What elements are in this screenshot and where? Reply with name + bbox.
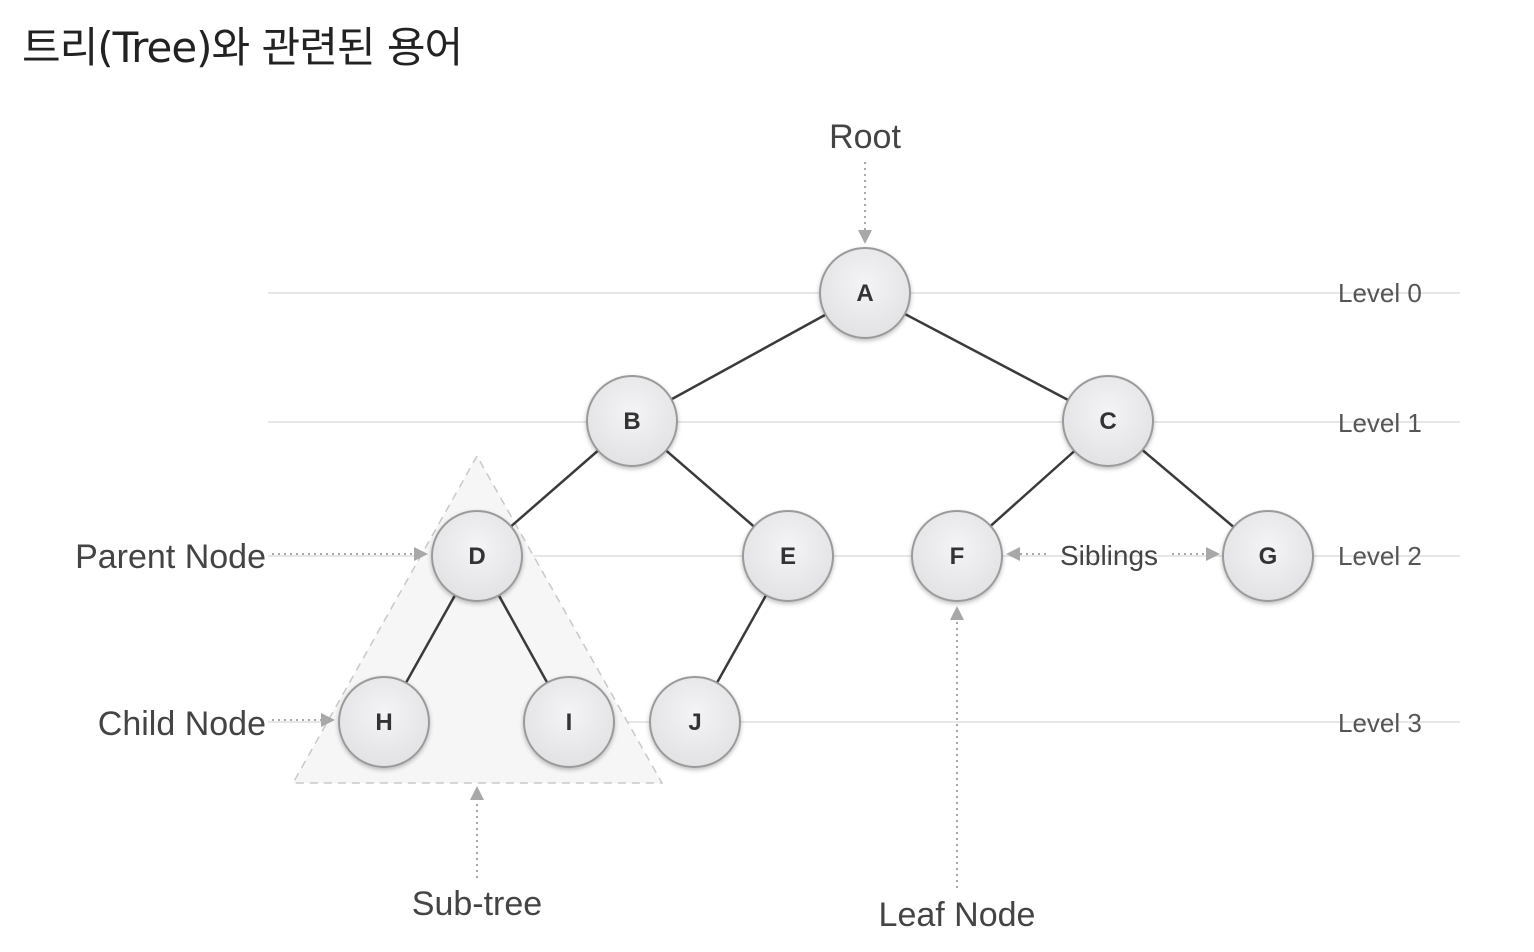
child-arrowhead-icon bbox=[321, 713, 335, 727]
tree-node-i: I bbox=[523, 676, 615, 768]
tree-node-circle-g bbox=[1222, 510, 1314, 602]
siblings-label: Siblings bbox=[1060, 540, 1158, 571]
pointer-arrows bbox=[272, 162, 1206, 888]
parent-node-label: Parent Node bbox=[75, 538, 266, 576]
tree-node-a: A bbox=[819, 247, 911, 339]
tree-node-h: H bbox=[338, 676, 430, 768]
tree-node-circle-c bbox=[1062, 375, 1154, 467]
tree-node-circle-h bbox=[338, 676, 430, 768]
child-node-label: Child Node bbox=[98, 705, 266, 743]
annotation-labels: Root Parent Node Child Node Siblings Sub… bbox=[75, 118, 1158, 934]
tree-node-j: J bbox=[649, 676, 741, 768]
tree-node-e: E bbox=[742, 510, 834, 602]
tree-node-circle-e bbox=[742, 510, 834, 602]
tree-node-label-h: H bbox=[375, 709, 392, 736]
tree-node-circle-d bbox=[431, 510, 523, 602]
subtree-arrowhead-icon bbox=[470, 786, 484, 800]
tree-node-circle-j bbox=[649, 676, 741, 768]
tree-node-label-a: A bbox=[856, 280, 873, 307]
root-label: Root bbox=[829, 118, 901, 156]
leaf-arrowhead-icon bbox=[950, 606, 964, 620]
pointer-arrowheads bbox=[321, 230, 1220, 800]
tree-node-circle-i bbox=[523, 676, 615, 768]
tree-node-circle-b bbox=[586, 375, 678, 467]
tree-node-label-g: G bbox=[1259, 543, 1278, 570]
tree-node-label-b: B bbox=[623, 408, 640, 435]
tree-node-g: G bbox=[1222, 510, 1314, 602]
tree-node-d: D bbox=[431, 510, 523, 602]
tree-node-label-f: F bbox=[950, 543, 965, 570]
page-title: 트리(Tree)와 관련된 용어 bbox=[22, 23, 463, 72]
tree-node-c: C bbox=[1062, 375, 1154, 467]
level-label-0: Level 0 bbox=[1338, 278, 1422, 308]
tree-node-label-i: I bbox=[566, 709, 573, 736]
tree-node-b: B bbox=[586, 375, 678, 467]
level-label-1: Level 1 bbox=[1338, 408, 1422, 438]
tree-node-f: F bbox=[911, 510, 1003, 602]
level-labels: Level 0 Level 1 Level 2 Level 3 bbox=[1338, 278, 1422, 738]
tree-node-circle-f bbox=[911, 510, 1003, 602]
leaf-node-label: Leaf Node bbox=[879, 896, 1036, 934]
tree-node-label-j: J bbox=[688, 709, 701, 736]
root-arrowhead-icon bbox=[858, 230, 872, 244]
parent-arrowhead-icon bbox=[414, 547, 428, 561]
siblings-right-arrowhead-icon bbox=[1206, 547, 1220, 561]
level-label-2: Level 2 bbox=[1338, 541, 1422, 571]
tree-node-label-e: E bbox=[780, 543, 796, 570]
level-label-3: Level 3 bbox=[1338, 708, 1422, 738]
tree-node-label-d: D bbox=[468, 543, 485, 570]
tree-node-label-c: C bbox=[1099, 408, 1116, 435]
siblings-left-arrowhead-icon bbox=[1006, 547, 1020, 561]
sub-tree-label: Sub-tree bbox=[412, 885, 542, 923]
tree-node-circle-a bbox=[819, 247, 911, 339]
tree-nodes: A B C D E F G H I J bbox=[338, 247, 1314, 768]
